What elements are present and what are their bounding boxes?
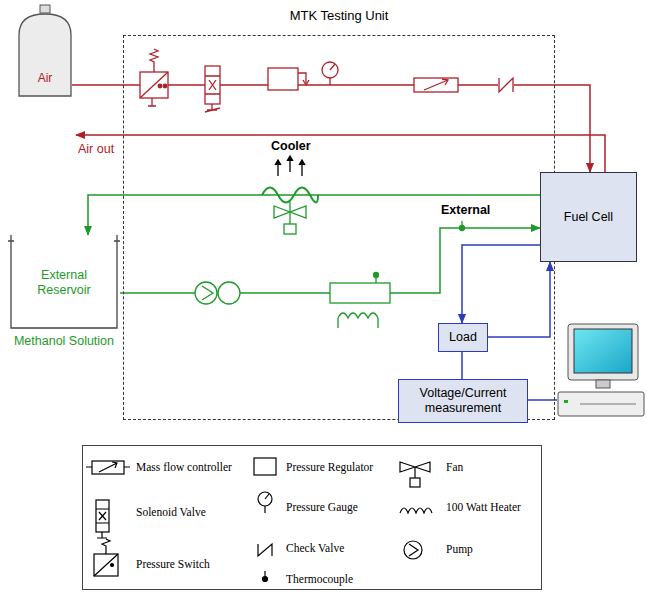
- cooler-label: Cooler: [271, 139, 311, 153]
- methanol-reservoir: External ReservoirMethanol Solution: [8, 235, 120, 330]
- flow-connector: [462, 245, 540, 323]
- measurement-box: Voltage/Current measurement: [398, 379, 528, 423]
- legend-box: Mass flow controllerSolenoid ValvePressu…: [82, 445, 542, 590]
- methanol-line-components: [195, 156, 465, 328]
- cylinder-label: Air: [38, 71, 53, 85]
- box-label: Load: [449, 330, 477, 345]
- legend-symbols: [86, 458, 432, 582]
- thermocouple-label: External: [441, 203, 490, 217]
- fuel-cell-box: Fuel Cell: [540, 172, 637, 262]
- legend-text: Thermocouple: [286, 573, 353, 585]
- flow-connector: [488, 262, 550, 337]
- legend-text: Pressure Regulator: [286, 461, 373, 473]
- air-out-line: [76, 135, 605, 172]
- computer-illustration: [558, 324, 644, 416]
- reservoir-caption: Methanol Solution: [14, 334, 114, 349]
- legend-text: Pump: [446, 543, 473, 555]
- testing-unit-region: MTK Testing UnitLoadVoltage/Current meas…: [123, 35, 555, 420]
- air-cylinder: Air: [18, 5, 72, 97]
- box-label: Fuel Cell: [564, 210, 613, 225]
- legend-text: Fan: [446, 461, 463, 473]
- box-label: Voltage/Current measurement: [409, 386, 517, 416]
- load-box: Load: [438, 323, 488, 352]
- air-line-components: [140, 49, 514, 112]
- outlet-label: Air out: [78, 142, 114, 156]
- region-title: MTK Testing Unit: [124, 8, 554, 24]
- legend-text: Check Valve: [286, 542, 344, 554]
- legend-text: Pressure Gauge: [286, 501, 358, 513]
- data-cable: [528, 399, 557, 401]
- reservoir-label: External Reservoir: [8, 268, 120, 298]
- legend-text: Pressure Switch: [136, 558, 210, 570]
- flow-connector: [461, 352, 463, 379]
- legend-text: 100 Watt Heater: [446, 501, 521, 513]
- legend-text: Solenoid Valve: [136, 506, 206, 518]
- legend-text: Mass flow controller: [136, 461, 232, 473]
